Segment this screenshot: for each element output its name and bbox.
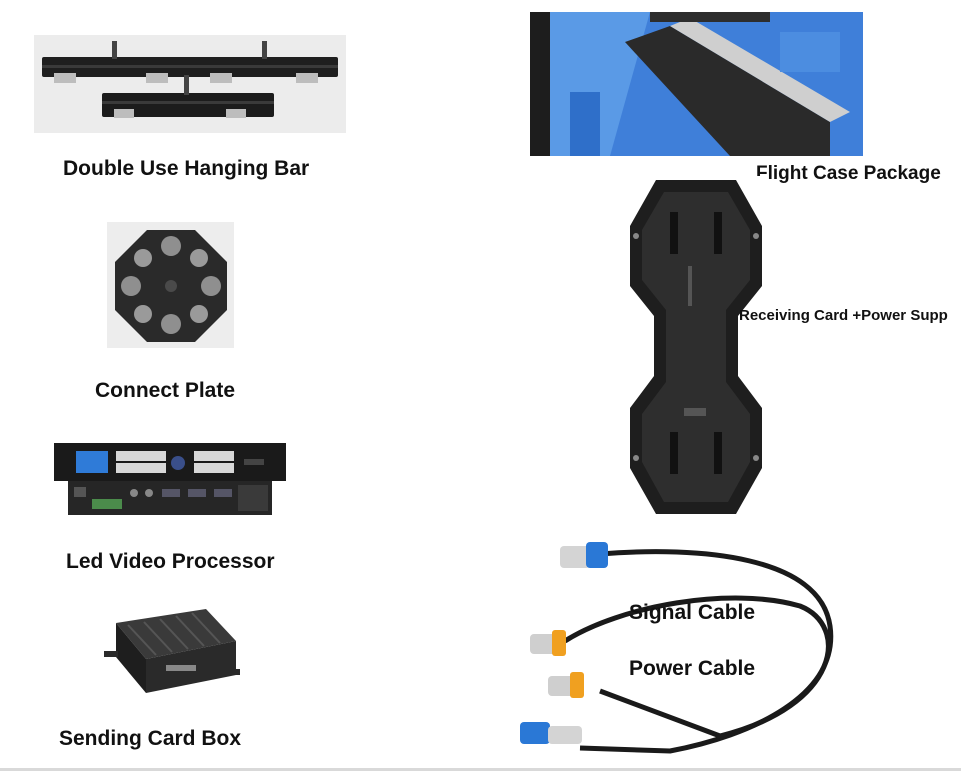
sending-box-caption: Sending Card Box <box>59 727 242 750</box>
connect-plate-caption: Connect Plate <box>95 379 236 402</box>
video-processor-image <box>54 443 286 517</box>
sending-box-image <box>98 603 241 699</box>
power-cable-caption: Power Cable <box>629 657 756 680</box>
hanging-bar-caption: Double Use Hanging Bar <box>63 157 310 180</box>
flight-case-image <box>530 12 863 156</box>
hanging-bar-image <box>34 35 346 133</box>
flight-case-caption: Flight Case Package <box>756 163 941 184</box>
signal-cable-caption: Signal Cable <box>629 601 756 624</box>
cables-image <box>520 536 860 766</box>
receiving-card-image <box>626 176 766 518</box>
bottom-divider <box>0 768 961 771</box>
connect-plate-image <box>107 222 234 348</box>
video-processor-caption: Led Video Processor <box>66 550 275 573</box>
receiving-card-caption: Receiving Card +Power Supp <box>739 307 948 324</box>
